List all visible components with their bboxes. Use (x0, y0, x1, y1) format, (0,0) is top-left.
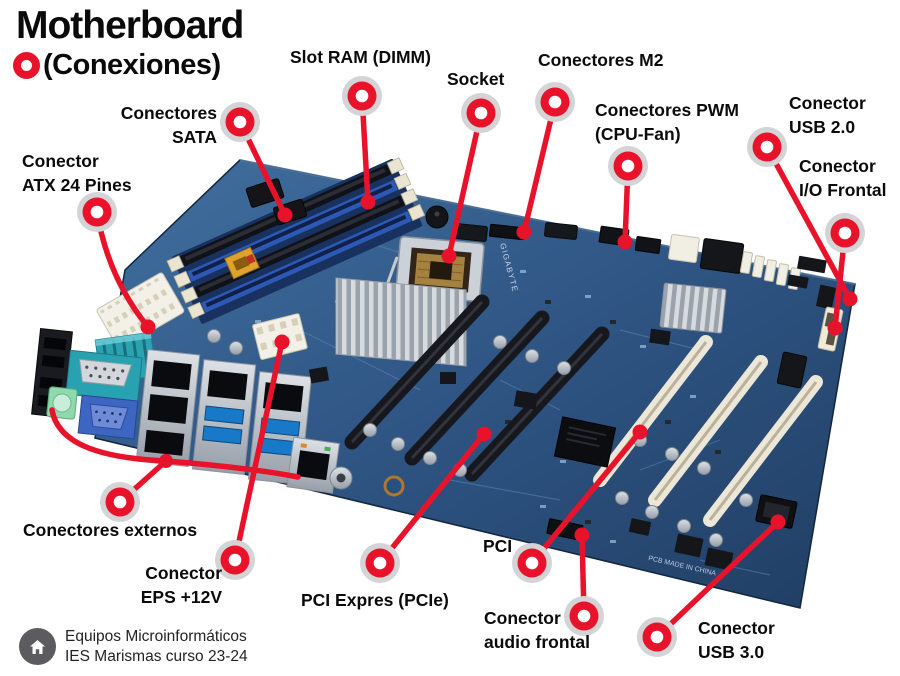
callout-line-eps (232, 339, 285, 563)
callout-line-pci (529, 429, 643, 566)
label-line: EPS +12V (140, 586, 222, 607)
label-line: Conector (698, 618, 775, 638)
page-title: Motherboard (16, 4, 244, 47)
footer-credit: Equipos Microinformáticos IES Marismas c… (19, 627, 248, 666)
marker-slot-ram (342, 76, 382, 116)
label-line: Conector (145, 563, 222, 583)
label-line: Conector (484, 608, 561, 628)
serial-db9-port (65, 349, 143, 403)
label-line: USB 3.0 (698, 641, 765, 662)
callout-endpoints (140, 194, 858, 543)
ethernet-module-1 (135, 349, 201, 467)
external-io-cluster (31, 328, 353, 494)
label-socket: Socket (447, 68, 504, 92)
bga-chip (553, 416, 617, 468)
page-subtitle-text: (Conexiones) (43, 49, 221, 81)
callout-line-socket (446, 110, 484, 259)
label-line: Conectores M2 (538, 50, 664, 70)
label-externos: Conectores externos (23, 519, 197, 543)
footer-line1: Equipos Microinformáticos (65, 628, 247, 645)
barrel-component (329, 466, 353, 490)
marker-usb30 (637, 617, 677, 657)
page-subtitle: (Conexiones) (13, 49, 243, 82)
label-line: Slot RAM (DIMM) (290, 47, 431, 67)
footer-line2: IES Marismas curso 23-24 (65, 647, 248, 665)
label-m2: Conectores M2 (538, 49, 663, 73)
label-line: Socket (447, 69, 505, 89)
label-line: Conector (22, 151, 99, 171)
marker-eps (215, 540, 255, 580)
marker-m2 (535, 82, 575, 122)
top-edge-connectors (453, 222, 578, 242)
ethernet-single-port (286, 436, 340, 494)
pcie-slots (344, 294, 610, 482)
callout-markers (77, 76, 865, 657)
label-line: ATX 24 Pines (22, 174, 132, 195)
label-line: Conectores PWM (595, 100, 739, 120)
cpu-heatsink (335, 277, 467, 367)
power-led-connector (224, 246, 260, 280)
small-chips (308, 328, 671, 410)
ethernet-usb3-module-2 (191, 359, 257, 475)
marker-socket (461, 93, 501, 133)
chipset-heatsink (659, 282, 727, 334)
marker-usb20 (747, 127, 787, 167)
label-line: USB 2.0 (789, 116, 856, 137)
vga-port (77, 394, 139, 440)
label-line: Conector (799, 156, 876, 176)
label-line: Conector (789, 93, 866, 113)
label-pci: PCI (483, 535, 512, 559)
label-line: Conectores (120, 103, 217, 123)
dimm-latches (166, 157, 426, 320)
home-icon (19, 628, 56, 665)
marker-sata (220, 102, 260, 142)
callout-line-pcie (377, 431, 487, 566)
label-pcie: PCI Expres (PCIe) (301, 589, 449, 613)
ring-icon (13, 52, 40, 79)
marker-pci (512, 543, 552, 583)
callout-line-usb20 (764, 144, 853, 302)
footer-text: Equipos Microinformáticos IES Marismas c… (65, 627, 248, 666)
marker-atx (77, 192, 117, 232)
label-line: PCI (483, 536, 513, 556)
marker-pcie (360, 543, 400, 583)
label-line: PCI Expres (PCIe) (301, 590, 449, 610)
label-line: SATA (171, 126, 217, 147)
label-audio-frontal: Conector audio frontal (484, 607, 590, 654)
mounting-hole (383, 475, 405, 497)
title-block: Motherboard (Conexiones) (13, 4, 244, 82)
label-line: audio frontal (484, 631, 590, 652)
marker-pwm (608, 146, 648, 186)
bottom-edge-headers (546, 494, 798, 571)
callout-line-m2 (521, 99, 558, 235)
buzzer (425, 205, 449, 229)
label-slot-ram: Slot RAM (DIMM) (290, 46, 431, 70)
marker-externos (100, 482, 140, 522)
marker-audio (564, 596, 604, 636)
usb3-header (755, 494, 798, 529)
label-pwm: Conectores PWM (CPU-Fan) (595, 99, 739, 146)
top-right-connectors (668, 233, 745, 274)
label-line: Conectores externos (23, 520, 198, 540)
label-line: (CPU-Fan) (595, 123, 681, 144)
label-line: I/O Frontal (799, 179, 887, 200)
callout-line-usb30 (654, 519, 781, 640)
marker-io-frontal (825, 213, 865, 253)
